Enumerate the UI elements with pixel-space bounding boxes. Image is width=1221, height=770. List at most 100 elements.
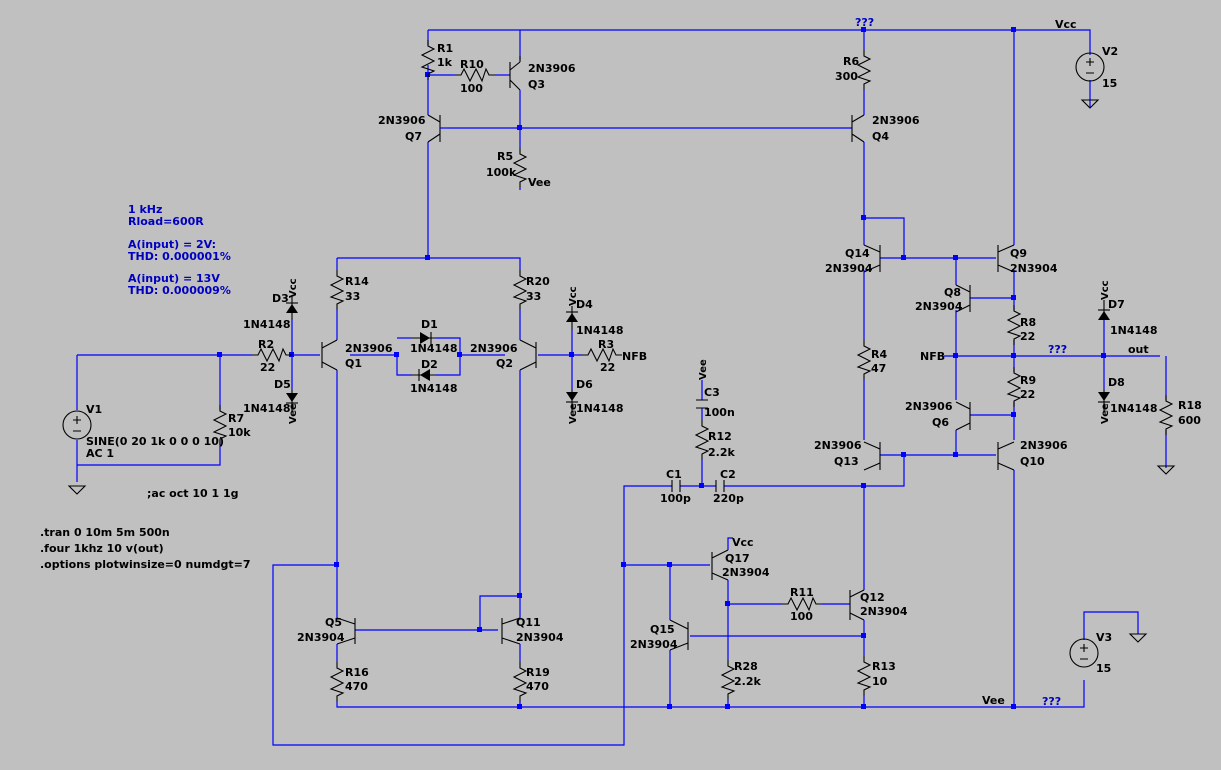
four-directive: .four 1khz 10 v(out) [40, 542, 164, 555]
components-r2-value-label: 22 [260, 361, 275, 374]
components-r13-value-label: 10 [872, 675, 888, 688]
components-q13-name-label: Q13 [834, 455, 859, 468]
components-r3-value-label: 22 [600, 361, 615, 374]
probe-top: ??? [855, 16, 874, 29]
components-r12-value-label: 2.2k [708, 446, 735, 459]
q7-symbol [427, 114, 448, 143]
components-r6-name-label: R6 [843, 55, 859, 68]
components-q1-name-label: Q1 [345, 357, 362, 370]
d7-symbol [1098, 300, 1110, 320]
components-v3-value-label: 15 [1096, 662, 1111, 675]
probe-out: ??? [1048, 343, 1067, 356]
d6-symbol [566, 390, 578, 412]
components-d1-name-label: D1 [421, 318, 438, 331]
note-thd2: THD: 0.000009% [128, 284, 231, 297]
components-d4-name-label: D4 [576, 298, 593, 311]
components-d8-name-label: D8 [1108, 376, 1125, 389]
components-r4-name-label: R4 [871, 348, 887, 361]
components-q4-name-label: Q4 [872, 130, 889, 143]
r20-symbol [513, 269, 527, 311]
components-q14-name-label: Q14 [845, 247, 870, 260]
r28-symbol [721, 659, 735, 701]
label-out: out [1128, 343, 1149, 356]
d1-symbol [412, 332, 436, 344]
components-q13-model-label: 2N3906 [814, 439, 862, 452]
r1-symbol [421, 39, 435, 81]
d5-symbol [286, 390, 298, 412]
components-v1-name-label: V1 [86, 403, 102, 416]
components-r9-name-label: R9 [1020, 374, 1036, 387]
components-r7-name-label: R7 [228, 412, 244, 425]
transistors [321, 56, 1015, 651]
ground-v1 [67, 485, 87, 495]
components-c3-value-label: 100n [704, 406, 735, 419]
components-d6-name-label: D6 [576, 378, 593, 391]
q11-symbol [501, 617, 521, 645]
components-d5-supply-label: Vee [288, 403, 299, 424]
q5-symbol [336, 617, 356, 645]
components-v3-name-label: V3 [1096, 631, 1112, 644]
components-q8-name-label: Q8 [944, 286, 961, 299]
components-d4-supply-label: Vcc [568, 286, 579, 306]
components-d6-model-label: 1N4148 [576, 402, 623, 415]
wires [76, 29, 1167, 746]
q6-symbol [955, 401, 971, 431]
components-r14-value-label: 33 [345, 290, 360, 303]
d2-symbol [412, 369, 436, 381]
components-r16-value-label: 470 [345, 680, 368, 693]
components-q9-model-label: 2N3904 [1010, 262, 1058, 275]
components-d5-name-label: D5 [274, 378, 291, 391]
ground-r18 [1156, 465, 1176, 475]
component-labels: R1 1k R10 100 2N3906 Q3 2N3906 Q7 R5 100… [86, 42, 1202, 693]
r9-symbol [1007, 366, 1021, 408]
components-q3-model-label: 2N3906 [528, 62, 576, 75]
r13-symbol [857, 655, 871, 697]
components-r28-value-label: 2.2k [734, 675, 761, 688]
components-q14-model-label: 2N3904 [825, 262, 873, 275]
components-d7-name-label: D7 [1108, 298, 1125, 311]
v1-symbol [62, 410, 92, 440]
components-q15-name-label: Q15 [650, 623, 675, 636]
components-c1-name-label: C1 [666, 468, 682, 481]
q12-symbol [849, 589, 865, 621]
components-r20-value-label: 33 [526, 290, 541, 303]
components-q7-model-label: 2N3906 [378, 114, 426, 127]
components-q5-name-label: Q5 [325, 616, 342, 629]
components-r10-value-label: 100 [460, 82, 483, 95]
components-r13-name-label: R13 [872, 660, 896, 673]
r18-symbol [1159, 394, 1173, 436]
net-labels: Vcc Vee ??? ??? ??? NFB NFB out [622, 16, 1149, 708]
options-directive: .options plotwinsize=0 numdgt=7 [40, 558, 251, 571]
components-r7-value-label: 10k [228, 426, 251, 439]
components-d5-model-label: 1N4148 [243, 402, 290, 415]
components-r10-name-label: R10 [460, 58, 484, 71]
c1-symbol [671, 480, 681, 492]
components-q10-model-label: 2N3906 [1020, 439, 1068, 452]
label-vcc: Vcc [1055, 18, 1077, 31]
d8-symbol [1098, 390, 1110, 412]
components-r12-name-label: R12 [708, 430, 732, 443]
components-v2-value-label: 15 [1102, 77, 1117, 90]
components-v2-name-label: V2 [1102, 45, 1118, 58]
components-q11-name-label: Q11 [516, 616, 541, 629]
label-vee: Vee [982, 694, 1005, 707]
components-r18-name-label: R18 [1178, 399, 1202, 412]
components-d3-supply-label: Vcc [288, 278, 299, 298]
q3-symbol [509, 56, 521, 91]
components-r3-name-label: R3 [598, 338, 614, 351]
label-nfb-left: NFB [622, 350, 647, 363]
components-q6-name-label: Q6 [932, 416, 949, 429]
c2-symbol [715, 480, 725, 492]
note-thd1: THD: 0.000001% [128, 250, 231, 263]
components-r19-value-label: 470 [526, 680, 549, 693]
q17-symbol [711, 549, 729, 581]
components-r28-name-label: R28 [734, 660, 758, 673]
components-d7-model-label: 1N4148 [1110, 324, 1157, 337]
components-r18-value-label: 600 [1178, 414, 1201, 427]
components-q12-model-label: 2N3904 [860, 605, 908, 618]
components-c3-name-label: C3 [704, 386, 720, 399]
components-q2-model-label: 2N3906 [470, 342, 518, 355]
components-q7-name-label: Q7 [405, 130, 422, 143]
